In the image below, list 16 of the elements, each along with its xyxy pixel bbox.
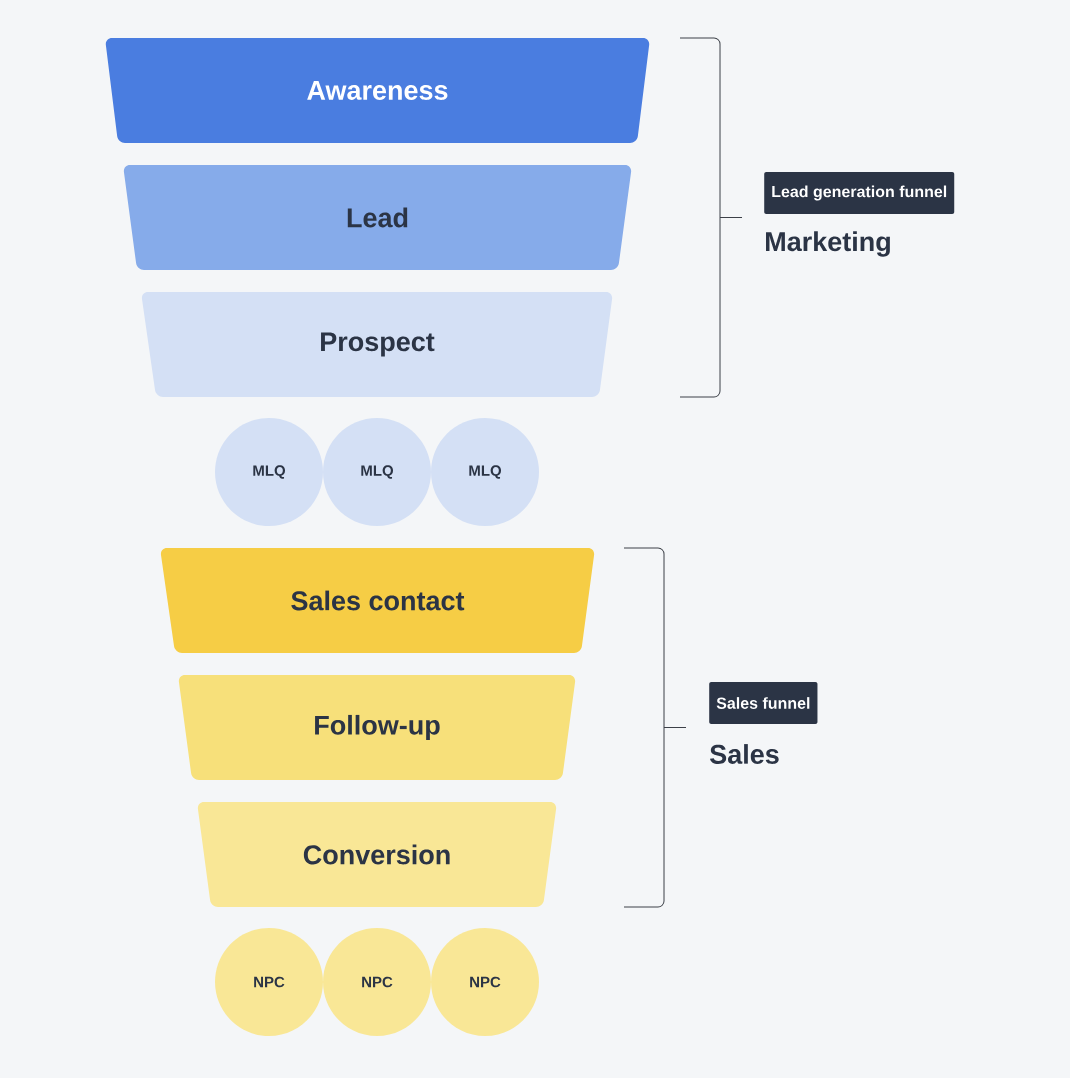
funnel-stage: Sales contact (160, 548, 595, 653)
funnel-stage: Awareness (105, 38, 650, 143)
circle-badge: NPC (215, 928, 323, 1036)
funnel-stage: Conversion (197, 802, 557, 907)
section-title: Sales (710, 744, 779, 764)
circle-badge: MLQ (431, 418, 539, 526)
tag-label: Sales funnel (709, 682, 818, 724)
funnel-stage: Follow-up (178, 675, 576, 780)
circle-badge: MLQ (323, 418, 431, 526)
circle-badge: MLQ (215, 418, 323, 526)
funnel-stage: Lead (123, 165, 632, 270)
tag-label: Lead generation funnel (764, 172, 955, 214)
circle-badge: NPC (323, 928, 431, 1036)
funnel-stage: Prospect (141, 292, 613, 397)
section-title: Marketing (766, 231, 890, 257)
circle-badge: NPC (431, 928, 539, 1036)
